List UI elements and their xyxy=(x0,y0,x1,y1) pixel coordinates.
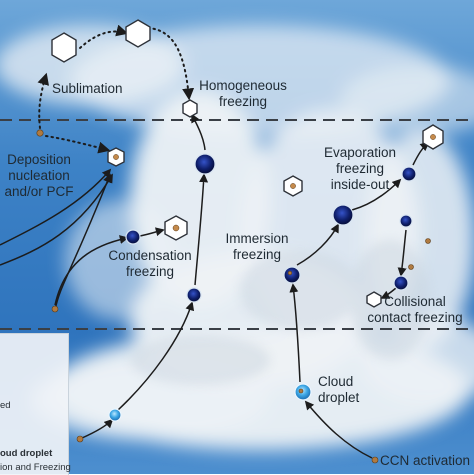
droplet-mid xyxy=(186,287,202,303)
label-condensation-line2: freezing xyxy=(125,264,175,279)
label-cloud-line2: droplet xyxy=(318,390,360,405)
speck-droplet-immersion xyxy=(287,270,293,276)
legend-item-3: ion and Freezing xyxy=(0,462,71,473)
dotted-sublimation-top xyxy=(79,24,129,49)
label-evaporation-line1: Evaporation xyxy=(323,145,397,160)
aerosol-left xyxy=(51,305,59,313)
speck-deposition xyxy=(113,154,119,160)
droplet-evaporation-big xyxy=(332,204,354,226)
label-immersion: Immersion freezing xyxy=(214,231,300,263)
label-collisional-line2: contact freezing xyxy=(367,310,463,325)
speck-droplet-cloud xyxy=(298,388,304,394)
label-cloud-droplet: Cloud droplet xyxy=(318,374,359,406)
legend-item-1: ed xyxy=(0,400,11,411)
droplet-immersion xyxy=(283,266,301,284)
aerosol-deposition xyxy=(36,129,44,137)
dotted-homog-top xyxy=(147,27,195,101)
label-evaporation-line3: inside-out xyxy=(330,177,390,192)
aerosol-ccn xyxy=(371,456,379,464)
label-deposition-line3: and/or PCF xyxy=(4,184,74,199)
droplet-collisional xyxy=(393,275,409,291)
label-collisional-line1: Collisional xyxy=(384,294,446,309)
label-deposition: Deposition nucleation and/or PCF xyxy=(0,152,78,200)
arrow-left-1 xyxy=(0,168,112,246)
arrow-droplet-up xyxy=(117,301,195,411)
dotted-deposition xyxy=(45,135,111,154)
dotted-sublimation-left xyxy=(37,72,49,129)
droplet-collisional-top xyxy=(399,214,413,228)
label-immersion-line1: Immersion xyxy=(225,231,289,246)
speck-evaporation xyxy=(430,134,436,140)
ice-crystal-homog xyxy=(182,99,198,118)
arrow-cloud-up xyxy=(289,283,301,383)
arrow-immersion-up xyxy=(296,223,339,266)
droplet-condensation xyxy=(125,229,141,245)
arrow-ccn xyxy=(304,400,373,459)
legend-panel: ed oud droplet ion and Freezing xyxy=(0,333,71,475)
ice-crystal-top xyxy=(125,19,151,48)
label-condensation-line1: Condensation xyxy=(108,248,192,263)
label-evaporation: Evaporation freezing inside-out xyxy=(314,145,406,193)
arrow-bottom-to-mid xyxy=(81,418,114,439)
arrow-condensation-out xyxy=(139,227,165,237)
label-homogeneous-line1: Homogeneous xyxy=(199,78,287,93)
arrow-collisional-down xyxy=(397,229,407,277)
speck-immersion xyxy=(290,183,296,189)
droplet-light-bottom xyxy=(108,408,122,422)
ice-crystal-large xyxy=(51,32,77,63)
legend-item-2: oud droplet xyxy=(0,448,53,459)
label-homogeneous-line2: freezing xyxy=(218,94,268,109)
label-collisional: Collisional contact freezing xyxy=(356,294,474,326)
ice-crystal-collisional xyxy=(366,291,382,308)
label-immersion-line2: freezing xyxy=(232,247,282,262)
aerosol-collisional-1 xyxy=(425,238,431,244)
label-evaporation-line2: freezing xyxy=(335,161,385,176)
arrow-condensation xyxy=(54,235,129,306)
arrow-homog xyxy=(191,113,206,151)
droplet-homog xyxy=(194,153,216,175)
label-deposition-line1: Deposition xyxy=(7,152,71,167)
label-ccn-activation: CCN activation xyxy=(380,453,471,468)
arrow-collisional-out xyxy=(380,287,397,299)
label-deposition-line2: nucleation xyxy=(8,168,70,183)
speck-condensation xyxy=(172,224,180,232)
aerosol-bottom xyxy=(76,435,84,443)
aerosol-collisional-2 xyxy=(408,264,414,270)
arrow-mid-up xyxy=(194,173,209,286)
droplet-evaporation-small xyxy=(401,166,417,182)
label-condensation: Condensation freezing xyxy=(102,248,198,280)
arrow-evap xyxy=(351,178,402,211)
arrow-left-2 xyxy=(0,173,113,266)
label-cloud-line1: Cloud xyxy=(318,374,354,389)
label-homogeneous: Homogeneous freezing xyxy=(193,78,293,110)
label-sublimation: Sublimation xyxy=(52,81,123,96)
